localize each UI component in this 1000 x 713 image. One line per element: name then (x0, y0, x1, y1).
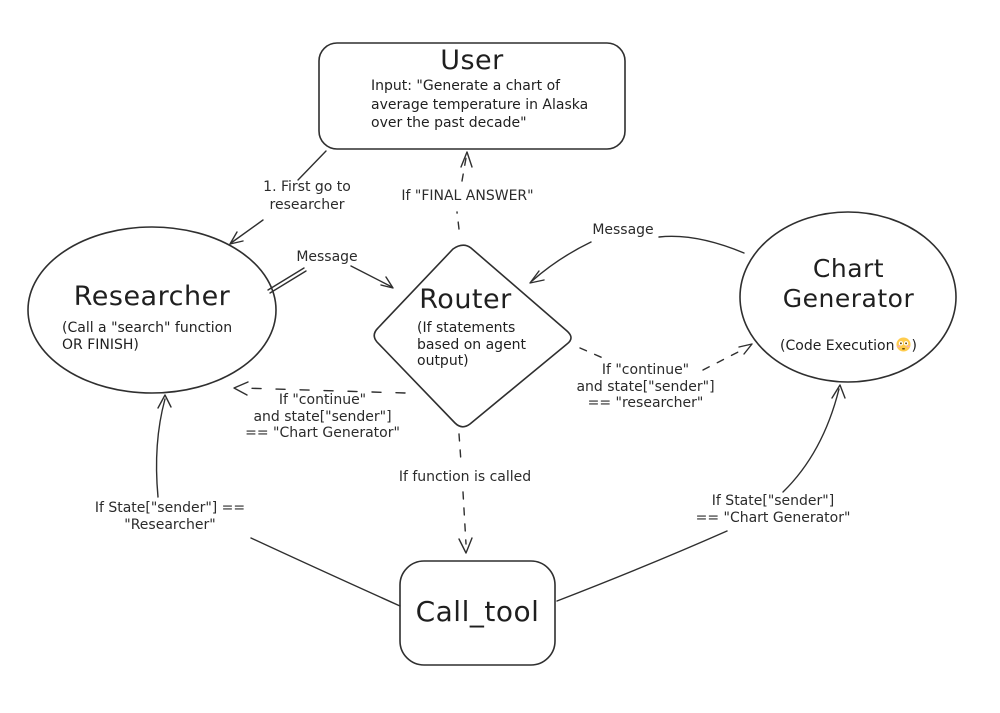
flushed-face-emoji (895, 336, 911, 357)
researcher-node-subtitle: (Call a "search" function OR FINISH) (62, 320, 233, 353)
edge-chart-generator-to-router (529, 235, 745, 284)
edge-label-continue-chart-generator: If "continue" and state["sender"] == "Ch… (245, 392, 400, 441)
router-node-subtitle: (If statements based on agent output) (417, 320, 527, 369)
router-diamond (373, 244, 572, 428)
edge-user-to-researcher (229, 150, 327, 245)
edge-label-first-go-to-researcher: 1. First go to researcher (263, 179, 351, 213)
edge-router-to-chart-generator (579, 343, 753, 371)
user-node-title: User (440, 45, 504, 76)
edge-router-to-user (456, 151, 473, 230)
edge-router-to-call-tool (458, 433, 473, 554)
researcher-ellipse (27, 226, 277, 394)
edge-label-continue-researcher: If "continue" and state["sender"] == "re… (576, 362, 715, 411)
edge-call-tool-to-researcher (155, 394, 401, 607)
edge-label-function-called: If function is called (398, 469, 532, 485)
call-tool-node-title: Call_tool (415, 595, 540, 628)
edge-call-tool-to-chart-generator (556, 384, 846, 602)
chart-generator-subtitle-close: ) (911, 337, 917, 354)
researcher-node-title: Researcher (73, 281, 231, 312)
edge-researcher-to-router (267, 265, 394, 294)
call-tool-box (399, 560, 556, 666)
chart-generator-node-subtitle: (Code Execution) (742, 320, 955, 356)
edge-label-state-chart-generator: If State["sender"] == "Chart Generator" (695, 493, 851, 526)
edge-router-to-researcher (233, 381, 406, 396)
chart-generator-subtitle-text: (Code Execution (780, 337, 895, 354)
chart-generator-node-title: Chart Generator (782, 254, 915, 313)
user-box (318, 42, 626, 150)
user-node-body: Input: "Generate a chart of average temp… (371, 78, 589, 131)
edge-label-message-chart-generator: Message (592, 222, 654, 238)
router-node-title: Router (419, 284, 512, 315)
edge-label-final-answer: If "FINAL ANSWER" (401, 188, 534, 204)
edge-label-state-researcher: If State["sender"] == "Researcher" (94, 500, 246, 533)
edge-label-message-researcher: Message (296, 249, 358, 265)
